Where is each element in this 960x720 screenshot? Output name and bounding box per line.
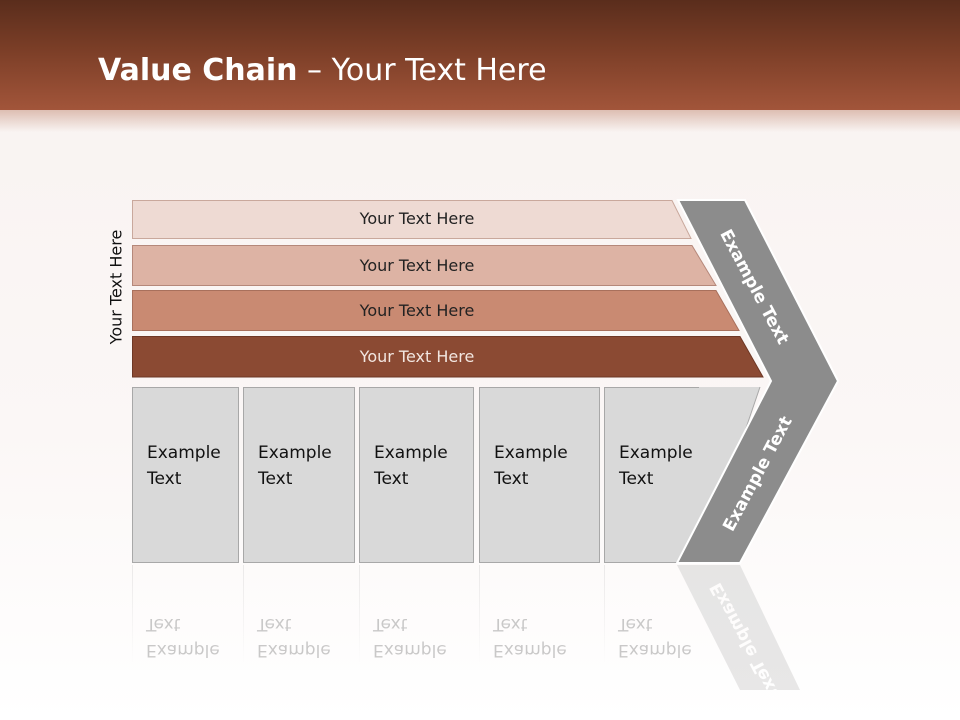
activity-box-label-2: Example Text — [258, 443, 332, 489]
activity-box-4: Example Text — [479, 387, 600, 563]
bar-shape-2 — [132, 245, 717, 286]
bar-shape-3 — [132, 290, 740, 331]
bar-shape-4 — [132, 336, 764, 378]
activity-box-label-4: Example Text — [494, 443, 568, 489]
chevron-arrow — [675, 199, 840, 564]
bar-label-1: Your Text Here — [359, 209, 475, 228]
box-reflection-4: Example Text — [479, 565, 600, 685]
title-bold: Value Chain — [98, 53, 298, 88]
activity-box-1: Example Text — [132, 387, 239, 563]
bar-label-2: Your Text Here — [359, 256, 475, 275]
box-reflection-label-2: Example Text — [257, 614, 331, 660]
bar-label-3: Your Text Here — [359, 301, 475, 320]
banner-fade — [0, 110, 960, 132]
title-rest: – Your Text Here — [297, 53, 547, 88]
box-reflection-1: Example Text — [132, 565, 239, 685]
activity-box-label-1: Example Text — [147, 443, 221, 489]
activity-box-3: Example Text — [359, 387, 474, 563]
box-reflection-5: Example Text — [604, 565, 700, 685]
slide-title: Value Chain – Your Text Here — [98, 53, 547, 88]
box-reflection-label-1: Example Text — [146, 614, 220, 660]
title-banner — [0, 0, 960, 110]
activity-box-5: Example Text — [604, 387, 700, 563]
activity-box-2: Example Text — [243, 387, 355, 563]
box-reflection-2: Example Text — [243, 565, 355, 685]
bar-label-4: Your Text Here — [359, 347, 475, 366]
activity-box-label-3: Example Text — [374, 443, 448, 489]
activity-box-label-5: Example Text — [619, 443, 693, 489]
box-reflection-label-4: Example Text — [493, 614, 567, 660]
box-reflection-label-3: Example Text — [373, 614, 447, 660]
box-reflection-label-5: Example Text — [618, 614, 692, 660]
bar-shape-1 — [132, 200, 692, 239]
box-reflection-3: Example Text — [359, 565, 474, 685]
